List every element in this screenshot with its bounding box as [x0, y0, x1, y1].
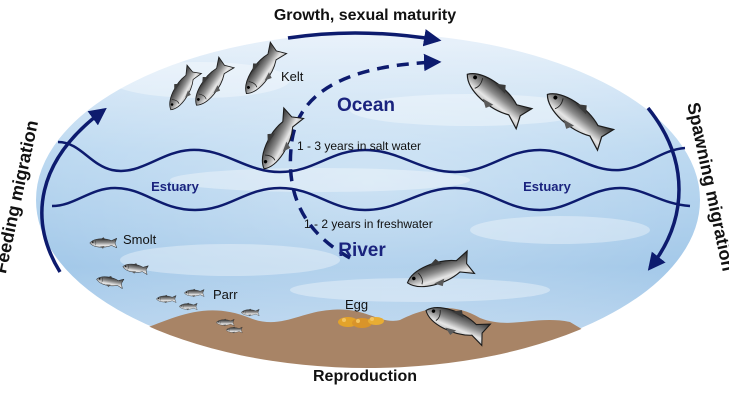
parr-label: Parr — [213, 287, 238, 302]
egg-cluster-icon — [338, 317, 384, 328]
water-oval — [34, 31, 702, 369]
feeding-arrow — [40, 107, 107, 273]
river-label: River — [338, 240, 386, 261]
estuary-right-label: Estuary — [523, 179, 571, 194]
smolt-label: Smolt — [123, 232, 157, 247]
estuary-left-label: Estuary — [151, 179, 199, 194]
kelt-dashed-arrow — [288, 53, 442, 260]
life-cycle-arrows — [40, 29, 681, 273]
ocean-label: Ocean — [337, 95, 395, 116]
water-texture — [110, 62, 650, 302]
estuary-boundaries — [51, 140, 691, 212]
egg-label: Egg — [345, 297, 368, 312]
growth-label: Growth, sexual maturity — [274, 7, 456, 24]
kelt-label: Kelt — [281, 69, 304, 84]
growth-arrow — [287, 29, 442, 47]
reproduction-label: Reproduction — [313, 368, 417, 385]
salt-years-label: 1 - 3 years in salt water — [297, 139, 421, 153]
spawning-arrow — [646, 106, 681, 271]
fresh-years-label: 1 - 2 years in freshwater — [304, 217, 433, 231]
